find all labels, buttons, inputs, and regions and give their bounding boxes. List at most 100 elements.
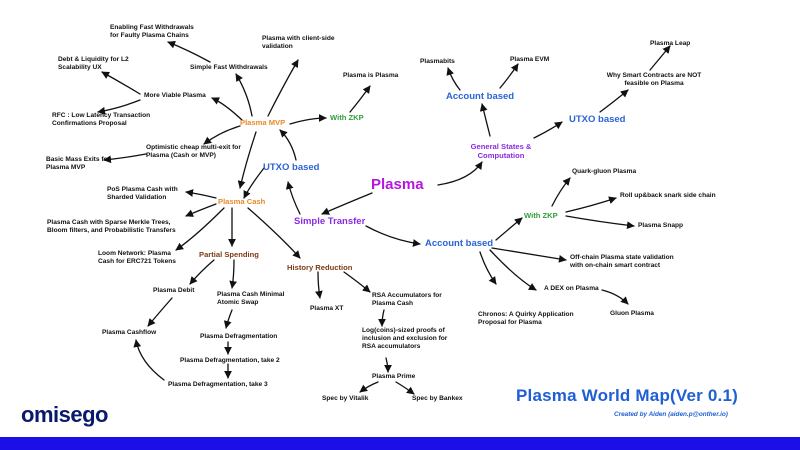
node-partial-spending[interactable]: Partial Spending xyxy=(199,250,259,259)
node-plasma-snapp[interactable]: Plasma Snapp xyxy=(638,222,684,229)
link-utxo-cash xyxy=(243,167,265,199)
link-cash-history xyxy=(247,207,301,259)
node-loom-network[interactable]: Loom Network: Plasma Cash for ERC721 Tok… xyxy=(98,250,176,265)
node-dex-on-plasma[interactable]: A DEX on Plasma xyxy=(544,285,599,292)
link-mvp-optimistic xyxy=(203,125,241,145)
node-pos-plasma-cash[interactable]: PoS Plasma Cash with Sharded Validation xyxy=(107,186,178,201)
node-spec-bankex[interactable]: Spec by Bankex xyxy=(412,395,463,402)
link-mvp-more-viable xyxy=(211,97,243,121)
node-more-viable-plasma[interactable]: More Viable Plasma xyxy=(144,92,206,99)
node-plasmabits[interactable]: Plasmabits xyxy=(420,58,455,65)
link-plasma-general-states xyxy=(437,161,483,186)
link-simple-fast-faulty xyxy=(167,40,211,63)
link-account-chronos xyxy=(479,251,497,285)
link-mvp-zkp xyxy=(289,114,327,125)
link-mvp-client-side xyxy=(267,59,299,117)
node-plasma-defragmentation-3[interactable]: Plasma Defragmentation, take 3 xyxy=(168,381,268,388)
node-optimistic-multi-exit[interactable]: Optimistic cheap multi-exit for Plasma (… xyxy=(146,144,241,159)
node-rsa-accumulators[interactable]: RSA Accumulators for Plasma Cash xyxy=(372,292,442,307)
node-plasma-defragmentation-2[interactable]: Plasma Defragmentation, take 2 xyxy=(180,357,280,364)
node-quark-gluon-plasma[interactable]: Quark-gluon Plasma xyxy=(572,168,637,175)
link-prime-vitalik xyxy=(359,381,379,393)
node-debt-liquidity[interactable]: Debt & Liquidity for L2 Scalability UX xyxy=(58,56,129,71)
link-optimistic-mass xyxy=(103,153,147,164)
footer-bar xyxy=(0,437,800,450)
node-client-side-validation[interactable]: Plasma with client-side validation xyxy=(262,35,335,50)
link-history-xt xyxy=(314,271,323,299)
node-plasma-cashflow[interactable]: Plasma Cashflow xyxy=(102,329,157,336)
node-account-based-top[interactable]: Account based xyxy=(446,91,515,102)
link-cash-pos xyxy=(185,189,217,199)
node-roll-up-snark[interactable]: Roll up&back snark side chain xyxy=(620,192,716,199)
node-gluon-plasma[interactable]: Gluon Plasma xyxy=(610,310,654,317)
node-cash-minimal-swap[interactable]: Plasma Cash Minimal Atomic Swap xyxy=(217,291,285,306)
link-defrag3-cashflow xyxy=(133,339,165,381)
link-account-offchain xyxy=(491,247,567,263)
link-why-leap xyxy=(649,45,671,71)
map-title: Plasma World Map(Ver 0.1) xyxy=(516,386,738,405)
node-why-smart-contracts[interactable]: Why Smart Contracts are NOT feasible on … xyxy=(606,72,702,87)
link-utxo-mvp xyxy=(279,129,297,161)
link-more-viable-debt xyxy=(101,71,141,95)
link-history-rsa xyxy=(343,271,371,293)
link-debit-cashflow xyxy=(147,297,173,327)
link-plasma-simple-transfer xyxy=(321,192,373,215)
node-plasma-cash[interactable]: Plasma Cash xyxy=(218,197,266,206)
link-zkp-snapp xyxy=(565,215,635,230)
link-swap-defrag xyxy=(223,309,233,329)
node-history-reduction[interactable]: History Reduction xyxy=(287,263,353,272)
link-utxo-why xyxy=(599,89,629,113)
node-plasma-xt[interactable]: Plasma XT xyxy=(310,305,344,312)
link-mvp-simple-fast xyxy=(235,73,253,117)
link-partial-debit xyxy=(189,259,215,285)
node-account-based-bottom[interactable]: Account based xyxy=(425,238,494,249)
link-general-utxo-right xyxy=(533,121,563,139)
node-plasma-prime[interactable]: Plasma Prime xyxy=(372,373,416,380)
node-offchain-state-validation[interactable]: Off-chain Plasma state validation with o… xyxy=(570,254,674,269)
link-dex-gluon xyxy=(601,289,629,305)
logo-text: omisego xyxy=(21,402,108,427)
node-utxo-based-left[interactable]: UTXO based xyxy=(263,162,320,173)
node-with-zkp-right[interactable]: With ZKP xyxy=(524,211,558,220)
node-rfc-low-latency[interactable]: RFC : Low Latency Transaction Confirmati… xyxy=(52,112,151,127)
node-sparse-merkle[interactable]: Plasma Cash with Sparse Merkle Trees, Bl… xyxy=(47,219,176,234)
node-plasma-leap[interactable]: Plasma Leap xyxy=(650,40,691,47)
node-general-states[interactable]: General States & Computation xyxy=(470,142,532,160)
link-simple-transfer-utxo xyxy=(285,181,301,215)
node-plasma-defragmentation[interactable]: Plasma Defragmentation xyxy=(200,333,278,340)
node-chronos[interactable]: Chronos: A Quirky Application Proposal f… xyxy=(478,311,574,326)
node-basic-mass-exits[interactable]: Basic Mass Exits for Plasma MVP xyxy=(46,156,111,171)
node-simple-fast-withdrawals[interactable]: Simple Fast Withdrawals xyxy=(190,64,268,71)
node-utxo-based-right[interactable]: UTXO based xyxy=(569,114,626,125)
link-zkp-plasma-is-plasma xyxy=(349,85,371,113)
link-account-dex xyxy=(489,249,537,291)
link-zkp-rollup xyxy=(565,196,617,213)
link-zkp-quark xyxy=(551,177,571,207)
omisego-logo: omisego xyxy=(21,402,108,428)
link-general-account-top xyxy=(479,103,491,137)
node-plasma-mvp[interactable]: Plasma MVP xyxy=(240,118,286,127)
link-simple-transfer-account xyxy=(365,225,421,247)
link-partial-swap xyxy=(229,259,238,289)
link-rsa-log xyxy=(378,309,386,327)
node-plasma-is-plasma[interactable]: Plasma is Plasma xyxy=(343,72,399,79)
node-plasma-evm[interactable]: Plasma EVM xyxy=(510,56,550,63)
link-log-prime xyxy=(384,357,392,373)
node-with-zkp-mvp[interactable]: With ZKP xyxy=(330,113,364,122)
node-plasma[interactable]: Plasma xyxy=(371,176,424,193)
link-prime-bankex xyxy=(395,381,415,395)
node-log-coins-proofs[interactable]: Log(coins)-sized proofs of inclusion and… xyxy=(362,327,448,350)
link-cash-sparse xyxy=(185,203,217,217)
map-credit: Created by Aiden (aiden.p@onther.io) xyxy=(614,411,728,418)
link-cash-loom xyxy=(175,207,225,251)
node-fast-withdrawals-faulty[interactable]: Enabling Fast Withdrawals for Faulty Pla… xyxy=(110,24,194,39)
link-account-zkp xyxy=(495,217,523,241)
link-more-viable-rfc xyxy=(97,99,141,115)
node-simple-transfer[interactable]: Simple Transfer xyxy=(294,216,366,227)
link-mvp-cash xyxy=(237,131,257,189)
link-account-plasmabits xyxy=(446,67,461,91)
node-spec-vitalik[interactable]: Spec by Vitalik xyxy=(322,395,369,402)
link-account-evm xyxy=(499,63,519,89)
node-plasma-debit[interactable]: Plasma Debit xyxy=(153,287,195,294)
